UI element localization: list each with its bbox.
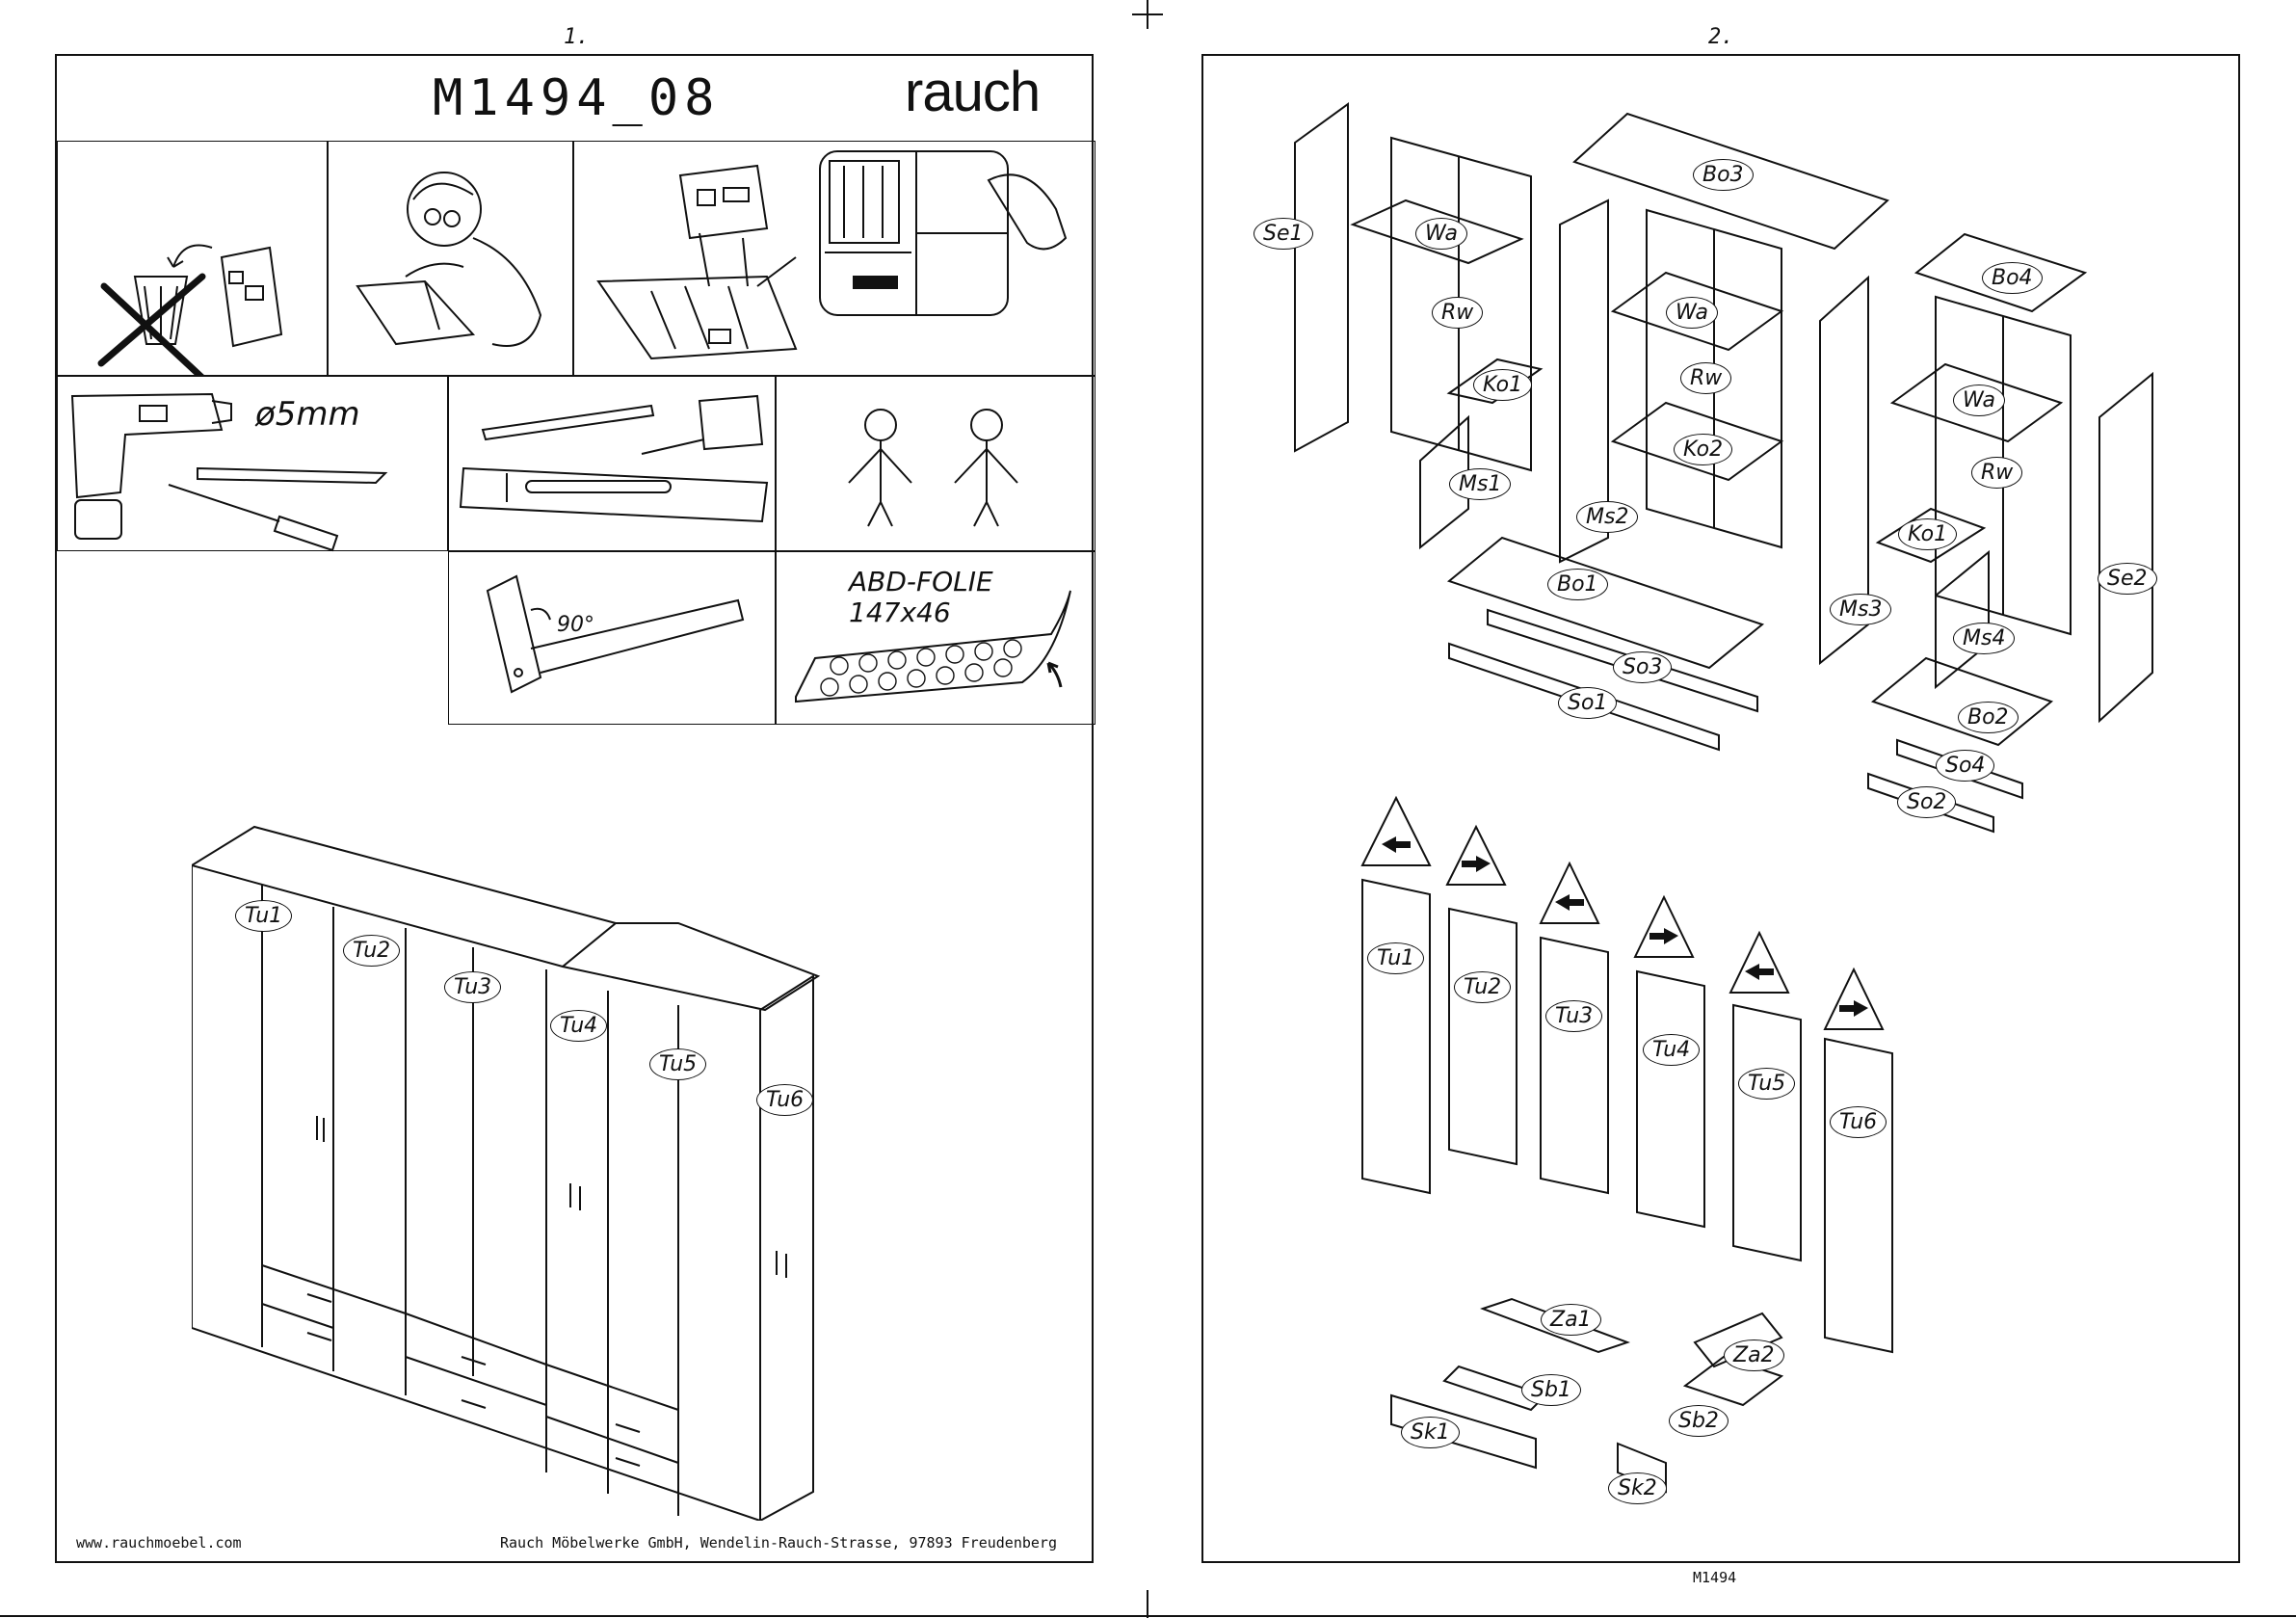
door-part-label-tu1: Tu1: [1367, 942, 1424, 974]
foil-label-2: 147x46: [849, 597, 951, 628]
part-label-za1: Za1: [1541, 1304, 1601, 1336]
foil-label-1: ABD-FOLIE: [847, 566, 993, 597]
right-arrow-icon: [1839, 1000, 1868, 1017]
website-link: www.rauchmoebel.com: [76, 1534, 242, 1552]
door-label-tu5: Tu5: [649, 1048, 706, 1080]
drill-size-label: ø5mm: [254, 395, 360, 434]
two-persons-icon: [777, 377, 1096, 552]
right-arrow-icon: [1649, 928, 1678, 944]
cell-foil: ABD-FOLIE 147x46: [776, 551, 1095, 725]
cell-no-discard: [57, 141, 328, 376]
crop-mark: [1132, 13, 1163, 15]
part-label-ko1b: Ko1: [1898, 518, 1957, 550]
angle-label: 90°: [557, 613, 594, 637]
pencil-tape-level-icon: [449, 377, 777, 552]
crop-mark: [0, 1615, 2296, 1617]
door-part-label-tu4: Tu4: [1643, 1034, 1700, 1066]
part-label-sb2: Sb2: [1669, 1405, 1729, 1437]
page-number-left: 1.: [564, 25, 590, 49]
door-part-label-tu5: Tu5: [1738, 1068, 1795, 1100]
part-label-sb1: Sb1: [1521, 1374, 1581, 1406]
page-number-right: 2.: [1708, 25, 1734, 49]
part-label-wa2: Wa: [1666, 297, 1718, 329]
try-square-icon: 90°: [449, 552, 777, 726]
door-part-label-tu6: Tu6: [1830, 1106, 1887, 1138]
cell-tools-level: [448, 376, 776, 551]
part-label-so1: So1: [1558, 687, 1617, 719]
left-page: M1494_08 rauch: [55, 54, 1094, 1563]
right-page: Se1 Wa Rw Ko1 Ms1 Ms2 Bo3 Wa Rw Ko2 Bo1 …: [1201, 54, 2240, 1563]
left-arrow-icon: [1745, 964, 1774, 980]
part-label-so2: So2: [1897, 786, 1956, 818]
left-arrow-icon: [1382, 836, 1411, 853]
part-label-se2: Se2: [2098, 563, 2157, 595]
door-label-tu3: Tu3: [444, 971, 501, 1003]
cell-tools-drill: ø5mm: [57, 376, 448, 551]
part-label-wa1: Wa: [1415, 218, 1467, 250]
person-reading-icon: [329, 142, 574, 377]
adhesive-foil-icon: ABD-FOLIE 147x46: [777, 552, 1096, 726]
cell-store-manual: [573, 141, 1095, 376]
store-manual-icon: [574, 142, 1096, 377]
part-label-se1: Se1: [1254, 218, 1313, 250]
cell-two-persons: [776, 376, 1095, 551]
part-label-ko2: Ko2: [1674, 434, 1732, 465]
part-label-so4: So4: [1936, 750, 1994, 782]
part-label-ko1a: Ko1: [1473, 369, 1532, 401]
part-label-bo1: Bo1: [1547, 569, 1608, 600]
part-label-so3: So3: [1613, 651, 1672, 683]
crop-mark: [1147, 1590, 1148, 1618]
brand-logo: rauch: [905, 60, 1040, 124]
part-label-za2: Za2: [1724, 1339, 1784, 1371]
drill-screwdriver-icon: ø5mm: [58, 377, 449, 552]
part-label-sk1: Sk1: [1401, 1417, 1460, 1448]
part-label-ms3: Ms3: [1830, 594, 1891, 625]
door-part-label-tu3: Tu3: [1545, 1000, 1602, 1032]
wardrobe-drawing: [192, 730, 1059, 1521]
part-label-rw1: Rw: [1432, 297, 1483, 329]
footer-code: M1494: [1693, 1569, 1736, 1586]
part-label-ms4: Ms4: [1953, 623, 2015, 654]
dont-discard-manual-icon: [58, 142, 329, 377]
parts-exploded-drawing: [1203, 56, 2242, 1565]
cell-square: 90°: [448, 551, 776, 725]
part-label-bo4: Bo4: [1982, 262, 2043, 294]
left-arrow-icon: [1555, 894, 1584, 911]
model-code: M1494_08: [433, 69, 720, 127]
door-part-label-tu2: Tu2: [1454, 971, 1511, 1003]
part-label-rw2: Rw: [1680, 362, 1731, 394]
part-label-wa3: Wa: [1953, 385, 2005, 416]
door-label-tu6: Tu6: [756, 1084, 813, 1116]
door-label-tu2: Tu2: [343, 935, 400, 967]
right-arrow-icon: [1462, 856, 1491, 872]
part-label-bo3: Bo3: [1693, 159, 1754, 191]
part-label-bo2: Bo2: [1958, 702, 2019, 733]
part-label-ms1: Ms1: [1449, 468, 1511, 500]
door-label-tu1: Tu1: [235, 900, 292, 932]
part-label-sk2: Sk2: [1608, 1472, 1667, 1504]
part-label-rw3: Rw: [1971, 457, 2022, 489]
company-address: Rauch Möbelwerke GmbH, Wendelin-Rauch-St…: [500, 1534, 1057, 1552]
door-label-tu4: Tu4: [550, 1010, 607, 1042]
part-label-ms2: Ms2: [1576, 501, 1638, 533]
cell-read-manual: [328, 141, 573, 376]
